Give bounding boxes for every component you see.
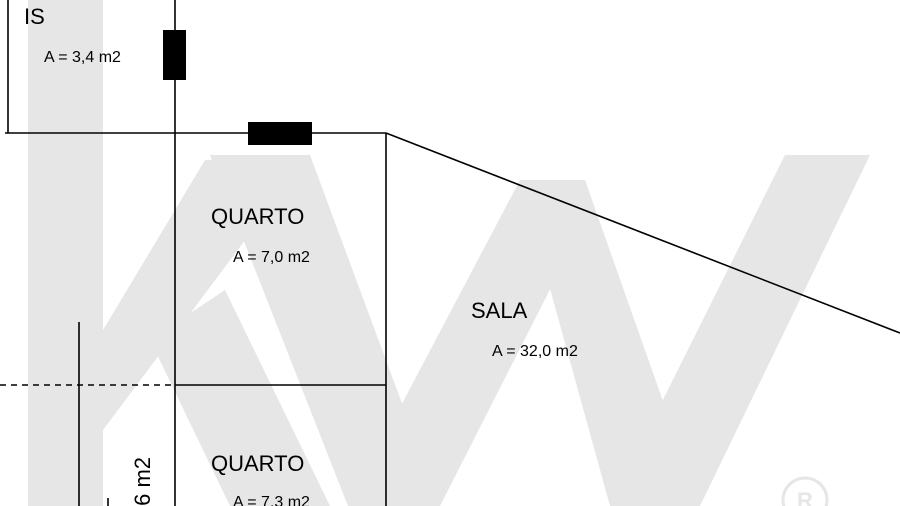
- door-is: [163, 30, 186, 80]
- registered-mark-letter: R: [797, 488, 813, 506]
- room-sala-name: SALA: [471, 298, 528, 323]
- door-quarto-top: [248, 122, 312, 145]
- watermark-w-left: [210, 155, 440, 506]
- room-is-area: A = 3,4 m2: [44, 49, 121, 66]
- room-quarto-1-name: QUARTO: [211, 204, 304, 229]
- room-partial-area-label: ,6 m2: [130, 457, 155, 506]
- kw-watermark-logo: R: [28, 0, 870, 506]
- registered-mark-circle: [781, 476, 829, 506]
- room-quarto-2-name: QUARTO: [211, 451, 304, 476]
- room-quarto-2-area: A = 7,3 m2: [233, 494, 310, 506]
- wall-sala-diagonal: [385, 132, 900, 334]
- watermark-w-right: [610, 155, 870, 506]
- watermark-k-lower-arm: [150, 290, 330, 506]
- room-is-name: IS: [24, 4, 45, 29]
- room-labels: IS A = 3,4 m2 QUARTO A = 7,0 m2 SALA A =…: [24, 4, 578, 506]
- watermark-k-stem: [28, 0, 103, 506]
- room-quarto-1-area: A = 7,0 m2: [233, 249, 310, 266]
- watermark-w-mid-left: [348, 180, 565, 506]
- room-sala-area: A = 32,0 m2: [492, 343, 578, 360]
- doors: [163, 30, 312, 145]
